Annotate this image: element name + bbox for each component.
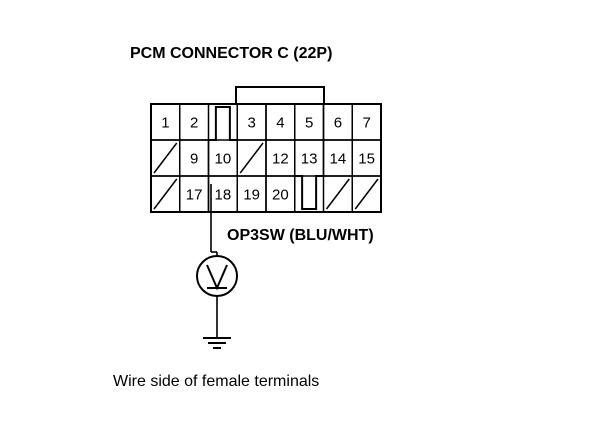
- terminal-number: 10: [215, 151, 232, 168]
- terminal-number: 7: [362, 115, 370, 132]
- terminal-number: 19: [243, 187, 260, 204]
- terminal-number: 3: [247, 115, 255, 132]
- empty-cavity-slash: [239, 142, 264, 174]
- terminal-number: 18: [215, 187, 232, 204]
- terminal-cell: [265, 175, 296, 213]
- ground-icon: [203, 337, 231, 349]
- connector-key: [294, 175, 324, 210]
- terminal-number: 4: [276, 115, 284, 132]
- terminal-number: 20: [272, 187, 289, 204]
- diagram-title: PCM CONNECTOR C (22P): [130, 45, 332, 62]
- empty-cavity-slash: [153, 178, 178, 210]
- terminal-number: 1: [161, 115, 169, 132]
- terminal-number: 5: [305, 115, 313, 132]
- wire-label: OP3SW (BLU/WHT): [227, 227, 374, 244]
- terminal-number: 6: [334, 115, 342, 132]
- terminal-number: 9: [190, 151, 198, 168]
- voltmeter-v-glyph: [206, 264, 228, 291]
- voltmeter-circuit: [196, 184, 238, 349]
- caption: Wire side of female terminals: [113, 373, 319, 390]
- terminal-number: 13: [301, 151, 318, 168]
- empty-cavity: [351, 175, 382, 213]
- empty-cavity-slash: [153, 142, 178, 174]
- terminal-number: 2: [190, 115, 198, 132]
- terminal-number: 14: [330, 151, 347, 168]
- terminal-number: 17: [186, 187, 203, 204]
- terminal-number: 15: [358, 151, 375, 168]
- terminal-number: 12: [272, 151, 289, 168]
- connector-lock-tab: [235, 86, 325, 104]
- empty-cavity-slash: [354, 178, 379, 210]
- empty-cavity-slash: [325, 178, 350, 210]
- connector-key: [208, 106, 238, 141]
